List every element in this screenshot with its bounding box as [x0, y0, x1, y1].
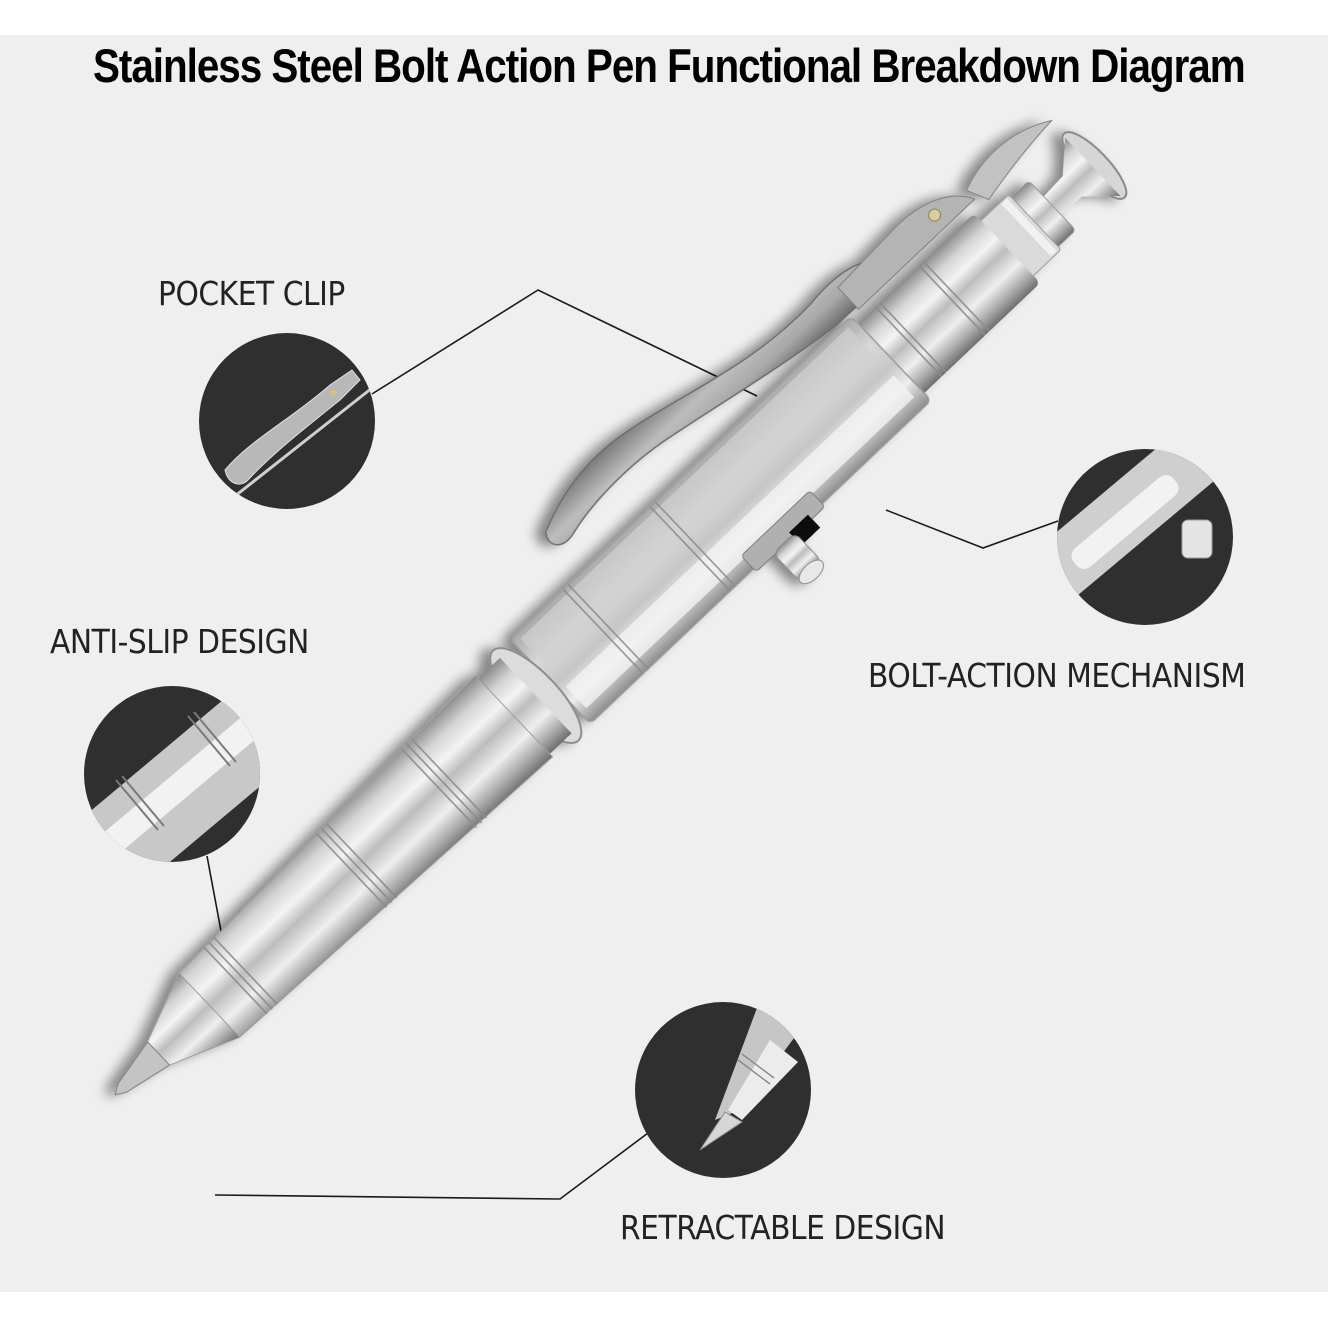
label-anti-slip-design: ANTI-SLIP DESIGN [50, 622, 309, 661]
label-bolt-action-mechanism: BOLT-ACTION MECHANISM [868, 656, 1246, 695]
leader-line-pocket-clip [371, 289, 758, 397]
leader-line-retractable [214, 1132, 649, 1200]
label-pocket-clip: POCKET CLIP [158, 274, 345, 313]
callout-circle-retractable-design [635, 1002, 811, 1178]
pocket-clip [544, 119, 1054, 546]
callout-circle-pocket-clip [199, 333, 375, 509]
pen-knob [980, 131, 1128, 277]
clip-screw [928, 208, 942, 222]
bolt-handle [775, 535, 825, 585]
callout-circle-bolt-action-mechanism [1057, 449, 1233, 625]
diagram-title: Stainless Steel Bolt Action Pen Function… [92, 39, 1246, 92]
leader-line-bolt-action [885, 509, 1059, 549]
pen-upper-barrel [853, 215, 1038, 398]
pen [114, 119, 1128, 1096]
label-retractable-design: RETRACTABLE DESIGN [620, 1208, 946, 1247]
